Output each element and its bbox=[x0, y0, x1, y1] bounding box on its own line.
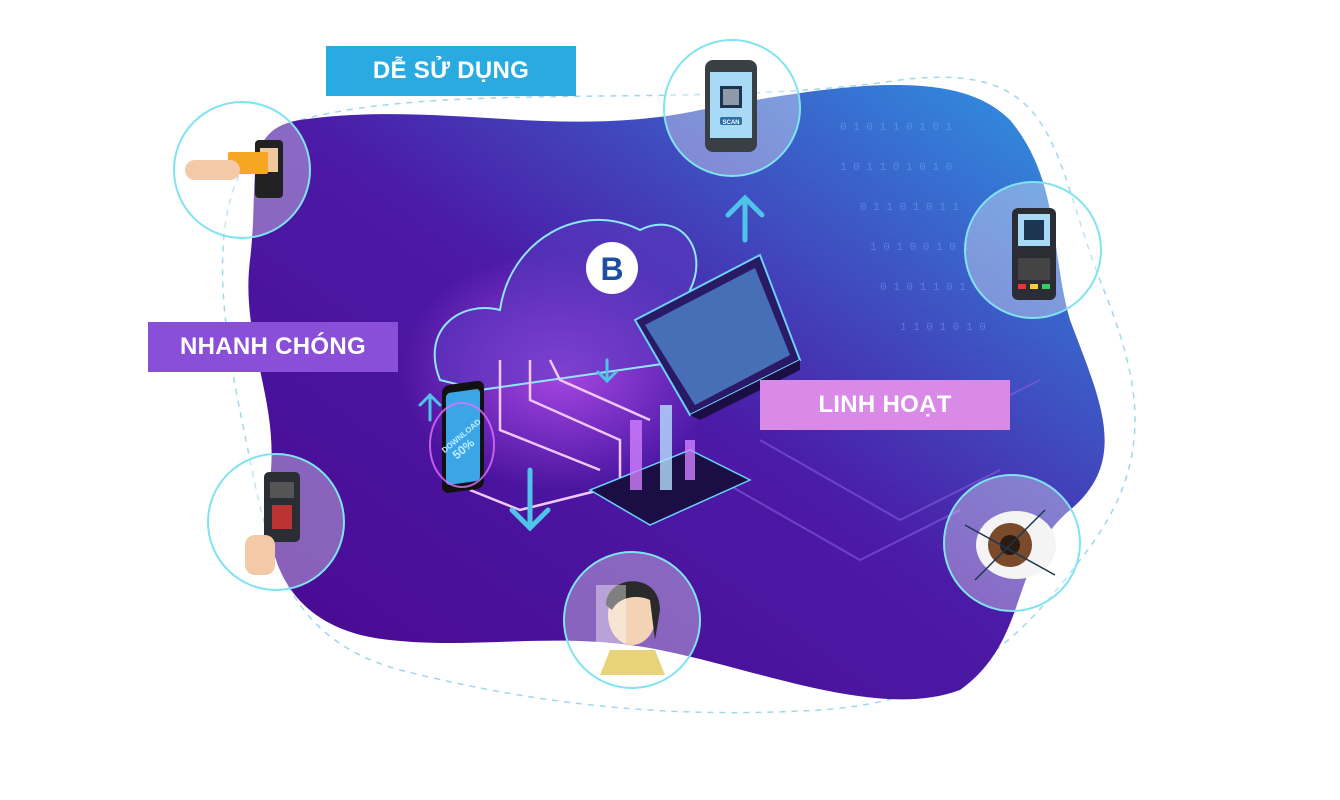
iris-scan-icon bbox=[964, 509, 1056, 581]
card-reader-icon bbox=[185, 140, 283, 198]
label-flexible: LINH HOẠT bbox=[760, 380, 1010, 430]
label-easy-to-use: DỄ SỬ DỤNG bbox=[326, 46, 576, 96]
tablet-chart bbox=[588, 405, 752, 526]
download-phone bbox=[429, 380, 495, 493]
face-id-icon bbox=[596, 581, 665, 675]
svg-text:1 0 1 0 0 1 0 1: 1 0 1 0 0 1 0 1 bbox=[870, 242, 969, 254]
binary-pattern: 0 1 0 1 1 0 1 0 1 1 0 1 1 0 1 0 1 0 0 1 1… bbox=[840, 122, 986, 334]
svg-text:0 1 0 1 1 0 1 0 1: 0 1 0 1 1 0 1 0 1 bbox=[840, 122, 953, 134]
qr-terminal-icon bbox=[1012, 208, 1056, 300]
logo-badge bbox=[586, 242, 638, 294]
fingerprint-scanner-icon bbox=[245, 472, 300, 575]
svg-text:0 1 0 1 1 0 1: 0 1 0 1 1 0 1 bbox=[880, 282, 966, 294]
arrow-icons bbox=[418, 194, 765, 532]
laptop bbox=[633, 253, 802, 420]
data-wires bbox=[469, 359, 651, 512]
scan-button-label: SCAN bbox=[722, 120, 739, 126]
blob-outline bbox=[221, 76, 1136, 714]
logo-text: B bbox=[600, 251, 623, 287]
svg-text:1 1 0 1 0 1 0: 1 1 0 1 0 1 0 bbox=[900, 322, 986, 334]
svg-text:1 0 1 1 0 1 0 1 0: 1 0 1 1 0 1 0 1 0 bbox=[840, 162, 952, 174]
qr-phone-icon bbox=[705, 60, 757, 152]
label-fast: NHANH CHÓNG bbox=[148, 322, 398, 372]
svg-text:0 1 1 0 1 0 1 1: 0 1 1 0 1 0 1 1 bbox=[860, 202, 959, 214]
